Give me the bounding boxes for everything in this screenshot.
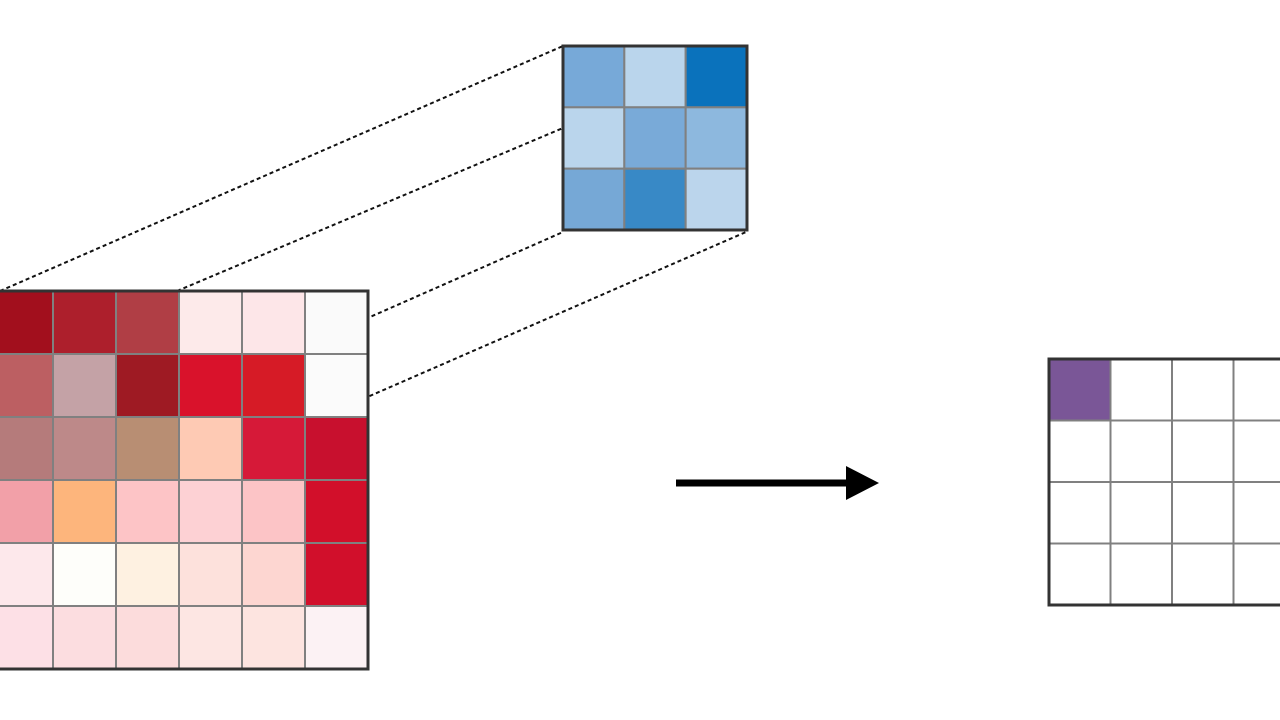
projection-line (0, 231, 564, 481)
output-cell (1048, 481, 1112, 545)
projection-line (0, 45, 564, 292)
input-cell (241, 290, 306, 355)
input-cell (115, 542, 180, 607)
arrow-right-icon (676, 466, 879, 500)
output-cell (1171, 481, 1235, 545)
input-cell (241, 605, 306, 670)
projection-line (176, 127, 564, 292)
kernel-cell (623, 106, 687, 170)
input-cell (115, 605, 180, 670)
input-cell (52, 542, 117, 607)
kernel-cell (562, 106, 626, 170)
input-cell (0, 353, 54, 418)
kernel-matrix (561, 44, 749, 232)
input-cell (52, 290, 117, 355)
input-cell (178, 479, 243, 544)
input-cell (115, 416, 180, 481)
input-cell (241, 416, 306, 481)
input-cell (178, 290, 243, 355)
arrow-head (846, 466, 879, 500)
kernel-cell (623, 45, 687, 109)
output-cell (1171, 542, 1235, 606)
input-cell (178, 416, 243, 481)
projection-line (176, 231, 747, 481)
kernel-cell (684, 167, 748, 231)
output-cell (1232, 481, 1280, 545)
input-border (0, 289, 370, 671)
input-cell (52, 479, 117, 544)
input-cell (241, 479, 306, 544)
input-cell (178, 353, 243, 418)
input-cell (304, 542, 369, 607)
input-matrix (0, 289, 370, 671)
input-cell (304, 353, 369, 418)
output-cell (1048, 419, 1112, 483)
input-cell (304, 290, 369, 355)
output-cell (1048, 542, 1112, 606)
input-cell (178, 542, 243, 607)
output-cell (1109, 419, 1173, 483)
input-cell (52, 605, 117, 670)
output-matrix (1047, 357, 1280, 607)
output-cell (1232, 358, 1280, 422)
output-cell (1109, 481, 1173, 545)
input-cell (304, 479, 369, 544)
kernel-cell (562, 167, 626, 231)
kernel-cell (684, 106, 748, 170)
kernel-cell (684, 45, 748, 109)
input-cell (0, 290, 54, 355)
input-cell (115, 353, 180, 418)
input-cell (304, 605, 369, 670)
input-cell (241, 353, 306, 418)
input-cell (0, 605, 54, 670)
input-cell (115, 290, 180, 355)
output-border (1047, 357, 1280, 607)
output-cell (1171, 358, 1235, 422)
projection-lines (0, 45, 747, 481)
output-cell (1109, 542, 1173, 606)
kernel-cell (623, 167, 687, 231)
input-cell (52, 416, 117, 481)
input-cell (115, 479, 180, 544)
input-cell (304, 416, 369, 481)
input-cell (0, 542, 54, 607)
output-cell-filled (1048, 358, 1112, 422)
input-cell (241, 542, 306, 607)
kernel-cell (562, 45, 626, 109)
kernel-border (561, 44, 749, 232)
input-cell (178, 605, 243, 670)
output-cell (1171, 419, 1235, 483)
output-cell (1232, 542, 1280, 606)
output-cell (1232, 419, 1280, 483)
input-cell (0, 416, 54, 481)
input-cell (52, 353, 117, 418)
output-cell (1109, 358, 1173, 422)
input-cell (0, 479, 54, 544)
